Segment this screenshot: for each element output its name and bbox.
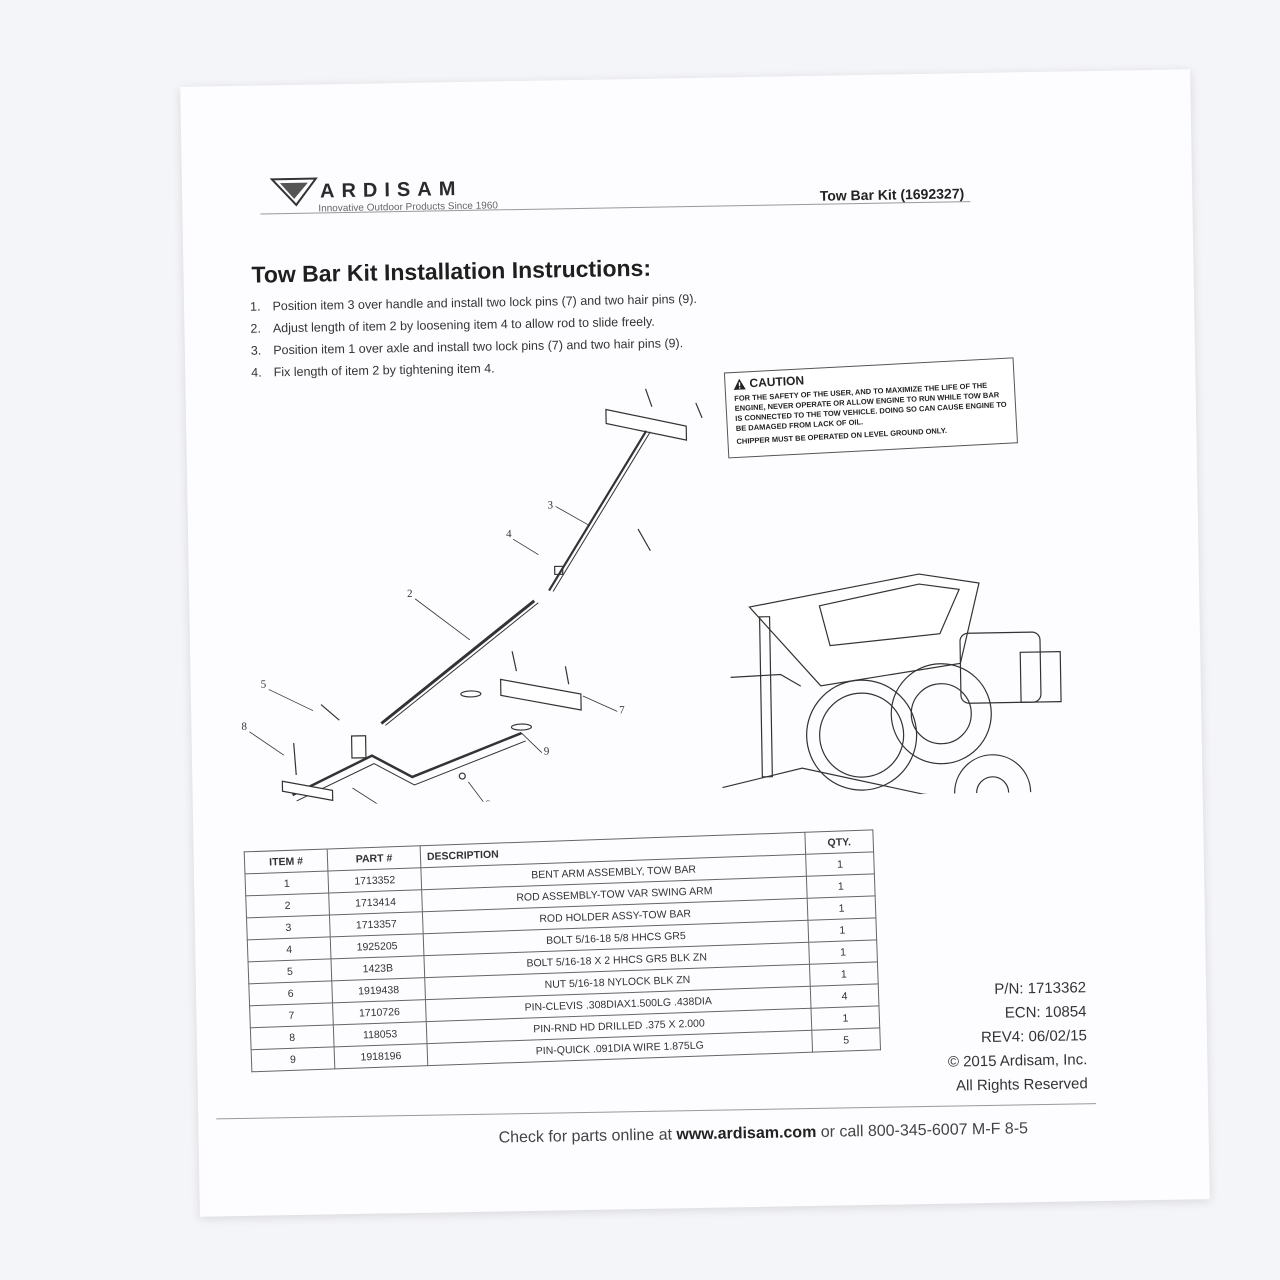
cell-part: 1918196 [334,1043,428,1069]
ardisam-logo-icon [269,177,318,207]
cell-item: 3 [246,914,331,940]
callout-2: 2 [407,588,413,600]
cell-item: 8 [250,1024,335,1050]
step-number: 4. [251,365,262,380]
cell-item: 2 [245,892,330,918]
page-title: Tow Bar Kit Installation Instructions: [251,254,652,288]
instruction-steps: 1.Position item 3 over handle and instal… [250,288,698,384]
callout-9: 9 [544,746,550,758]
copyright: © 2015 Ardisam, Inc. [947,1051,1088,1071]
cell-part: 1710726 [332,999,427,1025]
website-link[interactable]: www.ardisam.com [676,1123,817,1144]
rights-reserved: All Rights Reserved [955,1075,1088,1095]
rod-holder-part [548,408,688,592]
cell-qty: 1 [809,961,879,987]
callout-4: 4 [506,528,512,540]
col-part: PART # [327,845,421,871]
callout-3: 3 [547,499,553,511]
cell-part: 1713352 [327,867,422,893]
cell-item: 9 [251,1046,335,1072]
exploded-parts-diagram: 3 4 2 5 8 7 9 6 1 [241,388,1062,807]
cell-qty: 1 [807,895,876,921]
cell-item: 7 [249,1002,334,1028]
cell-part: 118053 [333,1021,428,1047]
step-number: 1. [249,299,261,314]
footer-suffix: or call 800-345-6007 M-F 8-5 [816,1120,1029,1141]
footer-contact: Check for parts online at www.ardisam.co… [498,1120,1028,1147]
bent-arm-part [281,678,582,802]
revision: REV4: 06/02/15 [980,1027,1088,1047]
callout-1: 1 [385,802,391,806]
step-number: 3. [250,343,262,358]
step-text: Fix length of item 2 by tightening item … [273,361,495,380]
cell-item: 4 [247,936,331,962]
cell-part: 1713357 [329,911,424,937]
cell-qty: 1 [807,917,877,943]
cell-qty: 1 [806,873,876,899]
brand-name: ARDISAM [319,177,463,203]
step-number: 2. [250,321,262,336]
footer-divider [216,1103,1097,1120]
cell-qty: 4 [810,983,879,1009]
warning-triangle-icon [733,378,746,390]
rod-assembly-part [380,599,539,726]
cell-part: 1713414 [328,889,423,915]
col-item: ITEM # [244,849,328,874]
callout-5: 5 [261,678,267,690]
callout-8: 8 [241,721,247,733]
callout-6: 6 [485,799,491,807]
kit-title: Tow Bar Kit (1692327) [819,185,965,204]
cell-item: 6 [248,980,333,1006]
cell-qty: 5 [811,1027,881,1053]
pins-and-bolts [293,388,703,780]
cell-item: 5 [248,958,332,984]
cell-item: 1 [244,870,329,896]
instruction-sheet: ARDISAM Innovative Outdoor Products Sinc… [180,69,1210,1217]
footer-prefix: Check for parts online at [498,1126,677,1147]
callout-leaders [249,506,618,807]
callout-7: 7 [619,704,625,716]
cell-qty: 1 [808,939,878,965]
document-info: P/N: 1713362 ECN: 10854 REV4: 06/02/15 ©… [946,976,1088,1098]
caution-heading: CAUTION [733,363,1005,391]
col-qty: QTY. [804,829,874,855]
ecn-number: ECN: 10854 [1004,1003,1087,1022]
caution-box: CAUTION For the safety of the user, and … [723,357,1018,459]
cell-qty: 1 [805,851,875,877]
part-number: P/N: 1713362 [994,979,1087,998]
chipper-machine-illustration [722,573,1062,807]
brand-logo: ARDISAM Innovative Outdoor Products Sinc… [269,165,531,220]
cell-qty: 1 [811,1005,880,1031]
